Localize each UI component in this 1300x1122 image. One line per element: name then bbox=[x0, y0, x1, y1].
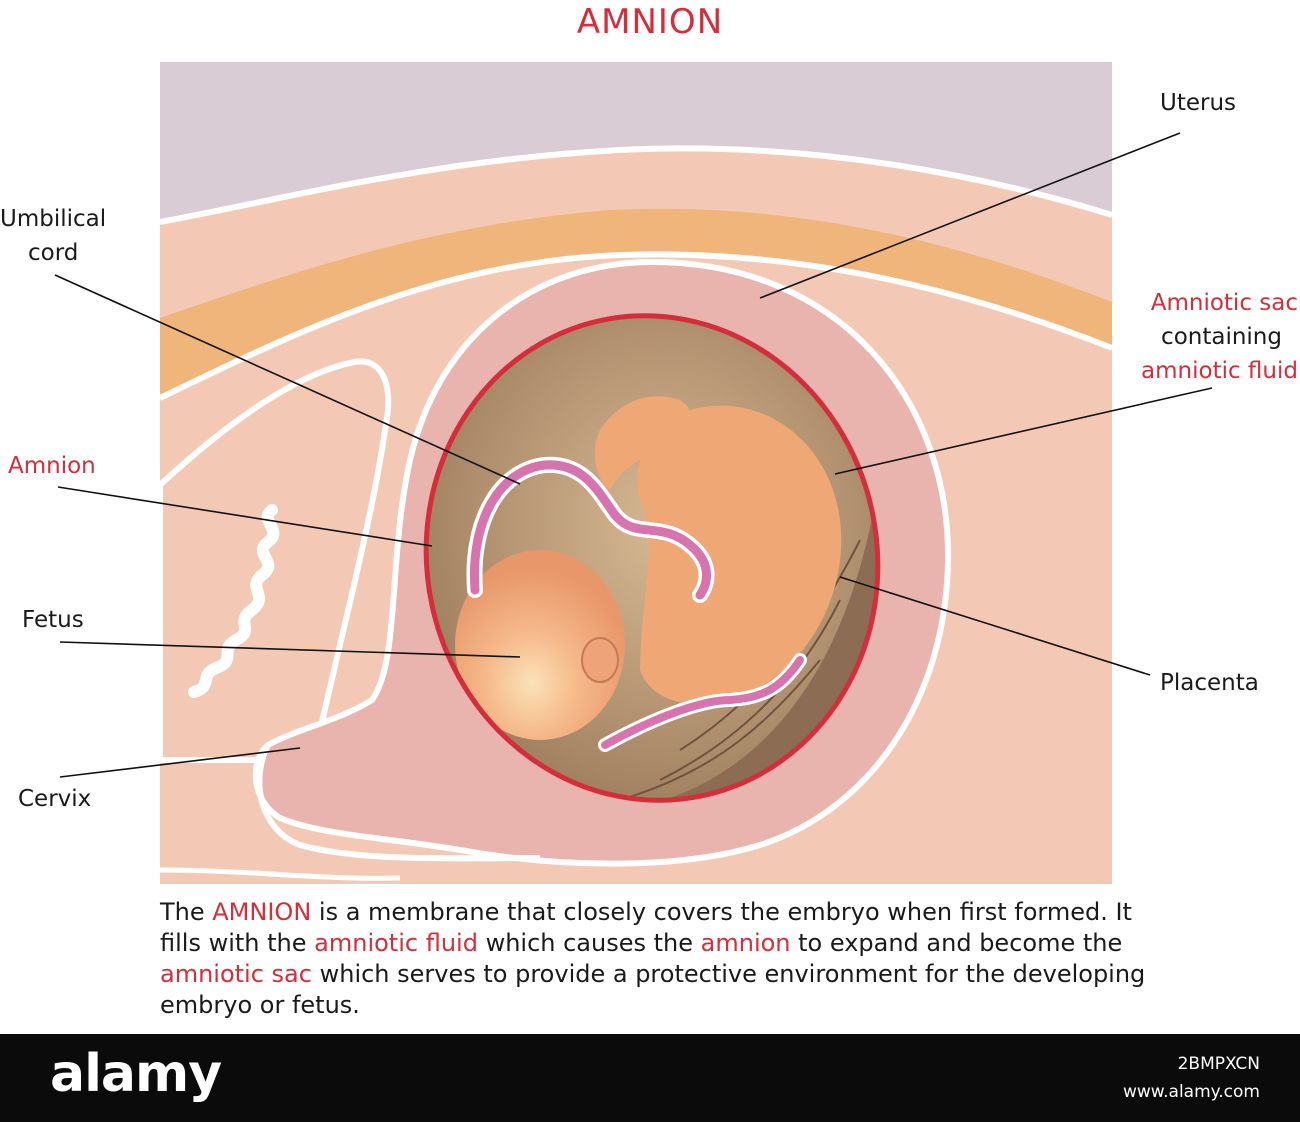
caption-text: which serves to provide a protective env… bbox=[160, 960, 1146, 1019]
amnion-leader bbox=[57, 486, 433, 547]
label-cervix: Cervix bbox=[18, 786, 92, 812]
fetus-body bbox=[637, 405, 842, 705]
caption-highlight-amnion: AMNION bbox=[212, 898, 312, 926]
fetus-foot bbox=[594, 396, 691, 490]
label-amniotic-sac-1: Amniotic sac bbox=[1150, 290, 1298, 316]
caption-text: which causes the bbox=[477, 929, 701, 957]
alamy-logo: alamy bbox=[50, 1044, 222, 1104]
label-amniotic-sac-2: containing bbox=[1161, 324, 1282, 350]
caption-text: The bbox=[160, 898, 213, 926]
outer-background bbox=[160, 62, 1112, 222]
uterus-leader bbox=[759, 132, 1181, 299]
label-amnion: Amnion bbox=[8, 453, 96, 479]
label-umbilical-cord-1: Umbilical bbox=[0, 206, 107, 232]
label-amniotic-sac-3: amniotic fluid bbox=[1141, 358, 1298, 384]
image-id: 2BMPXCN bbox=[1177, 1054, 1260, 1074]
caption-text: to expand and become the bbox=[790, 929, 1123, 957]
umbilical-cord-leader bbox=[54, 274, 521, 485]
cervix-leader bbox=[59, 747, 301, 778]
description-caption: The AMNION is a membrane that closely co… bbox=[160, 897, 1160, 1021]
label-umbilical-cord-2: cord bbox=[28, 240, 79, 266]
diagram-title: AMNION bbox=[576, 2, 724, 42]
footer-url: www.alamy.com bbox=[1122, 1082, 1260, 1102]
caption-highlight-fluid: amniotic fluid bbox=[314, 929, 478, 957]
label-fetus: Fetus bbox=[22, 607, 84, 633]
fat-layer bbox=[160, 208, 1112, 398]
caption-text: is a membrane that closely covers the em… bbox=[160, 898, 1132, 957]
label-uterus: Uterus bbox=[1160, 90, 1237, 116]
fetus-leader bbox=[59, 641, 521, 658]
amniotic-sac-leader bbox=[834, 387, 1213, 475]
amnion-illustration bbox=[54, 62, 1213, 884]
fetus-head bbox=[455, 550, 625, 740]
rectum-folds bbox=[188, 504, 280, 698]
label-placenta: Placenta bbox=[1160, 670, 1259, 696]
caption-highlight-sac: amniotic sac bbox=[160, 960, 312, 988]
bladder bbox=[160, 358, 392, 763]
stock-footer: alamy 2BMPXCN www.alamy.com bbox=[0, 1034, 1300, 1122]
placenta-leader bbox=[839, 576, 1151, 676]
caption-highlight-amnion-lower: amnion bbox=[700, 929, 791, 957]
amnion-membrane bbox=[423, 313, 881, 803]
